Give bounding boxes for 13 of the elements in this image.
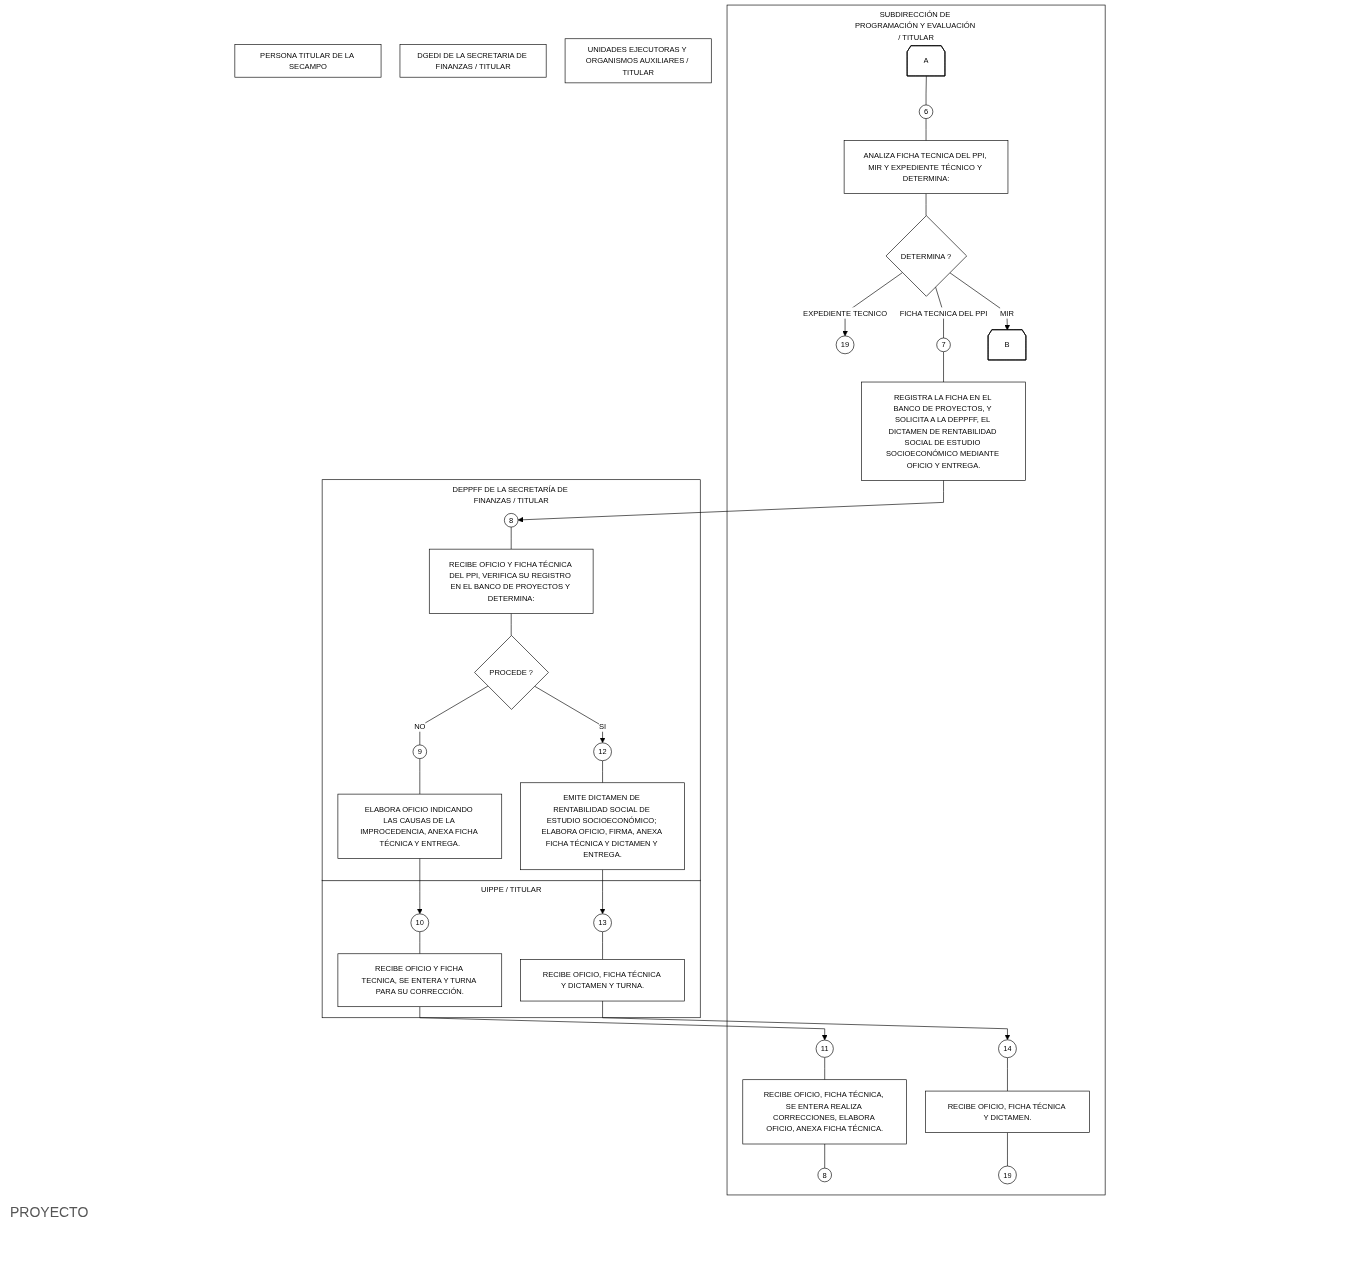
connector — [1007, 1132, 1008, 1167]
connector — [925, 75, 927, 106]
connector — [602, 931, 603, 960]
connector — [419, 931, 421, 955]
connector — [1007, 1057, 1008, 1092]
stamp-text: PROYECTO — [10, 1204, 90, 1220]
connector — [824, 1143, 826, 1169]
connector — [510, 613, 512, 636]
connector — [925, 193, 927, 216]
connector — [925, 118, 927, 141]
connector — [824, 1057, 826, 1081]
connector — [943, 351, 944, 383]
connector — [602, 760, 603, 784]
